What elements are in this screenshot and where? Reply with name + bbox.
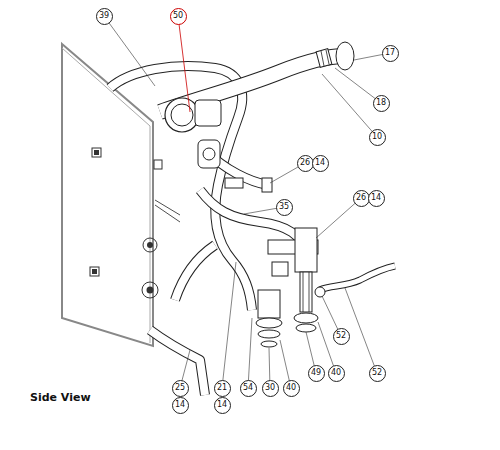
callout-number: 17 [382, 45, 399, 62]
callout-text: 50 [173, 12, 183, 20]
callout-number: 18 [373, 95, 390, 112]
callout-number: 26 [353, 190, 370, 207]
callout-number: 14 [368, 190, 385, 207]
callout-text: 14 [217, 401, 227, 409]
callout-number: 30 [262, 380, 279, 397]
view-label: Side View [30, 391, 91, 404]
callout-text: 40 [331, 369, 341, 377]
tubing [110, 56, 395, 395]
callout-text: 10 [372, 133, 382, 141]
callout-number: 40 [283, 380, 300, 397]
callout-number: 26 [297, 155, 314, 172]
hose-coupling [316, 42, 354, 70]
callout-number: 14 [312, 155, 329, 172]
callout-text: 49 [311, 369, 321, 377]
callout-text: 39 [99, 12, 109, 20]
leader-lines [104, 16, 390, 388]
callout-text: 30 [265, 384, 275, 392]
callout-text: 40 [286, 384, 296, 392]
callout-number: 54 [240, 380, 257, 397]
callout-number: 10 [369, 129, 386, 146]
pump [165, 98, 272, 192]
callout-text: 26 [356, 194, 366, 202]
callout-number: 39 [96, 8, 113, 25]
callout-number: 40 [328, 365, 345, 382]
callout-text: 54 [243, 384, 253, 392]
valve-assembly [256, 228, 325, 347]
callout-text: 26 [300, 159, 310, 167]
callout-number: 52 [369, 365, 386, 382]
callout-number: 49 [308, 365, 325, 382]
callout-text: 14 [175, 401, 185, 409]
callout-number: 50 [170, 8, 187, 25]
callout-text: 21 [217, 384, 227, 392]
control-panel [62, 44, 180, 346]
callout-text: 14 [315, 159, 325, 167]
callout-text: 35 [279, 203, 289, 211]
callout-text: 17 [385, 49, 395, 57]
callout-number: 14 [214, 397, 231, 414]
callout-text: 18 [376, 99, 386, 107]
callout-number: 14 [172, 397, 189, 414]
callout-text: 25 [175, 384, 185, 392]
callout-number: 21 [214, 380, 231, 397]
callout-number: 25 [172, 380, 189, 397]
callout-number: 52 [333, 328, 350, 345]
callout-text: 14 [371, 194, 381, 202]
callout-number: 35 [276, 199, 293, 216]
callout-text: 52 [336, 332, 346, 340]
callout-text: 52 [372, 369, 382, 377]
